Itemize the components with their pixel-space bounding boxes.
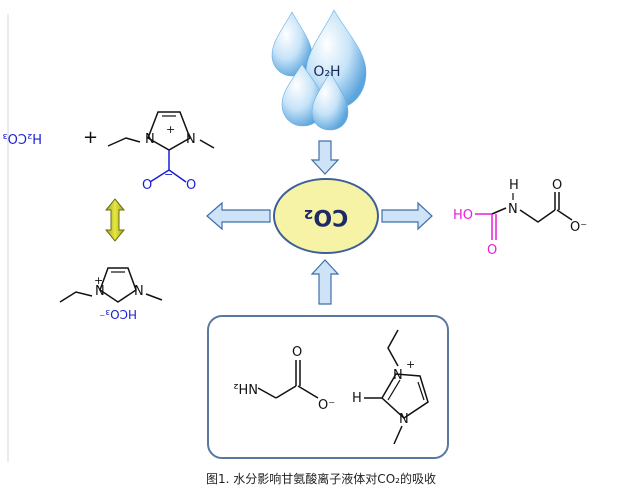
glycine-carbamate: HO O N H O O⁻ [453,178,587,258]
water-label: O₂H [313,64,340,80]
carbonic-acid-label: H₂CO₃ [2,130,42,145]
figure-caption: 图1. 水分影响甘氨酸离子液体对CO₂的吸收 [206,472,436,486]
co2-ellipse [273,178,379,254]
arrow-down-from-water [310,140,340,175]
bicarbonate-label: HCO₃⁻ [99,307,137,321]
imidazolium-bicarbonate: N N + HCO₃⁻ [59,267,163,321]
svg-text:O: O [552,178,562,193]
svg-text:O⁻: O⁻ [570,220,587,235]
imidazolium-cation: H N N + [352,329,429,445]
svg-text:−: − [164,168,173,181]
svg-text:NH₂: NH₂ [233,380,258,395]
svg-text:H: H [352,391,362,406]
arrow-left-from-co2 [206,201,271,231]
arrow-right-from-co2 [381,201,433,231]
svg-text:N: N [399,412,409,427]
svg-text:O: O [487,243,497,258]
glycinate-anion: NH₂ O O⁻ [233,345,335,413]
co2-label: CO₂ [304,204,348,229]
svg-text:O⁻: O⁻ [318,398,335,413]
svg-text:+: + [166,123,175,136]
svg-text:H: H [509,178,519,193]
svg-text:N: N [95,284,105,299]
svg-text:O: O [186,178,196,193]
plus-sign: + [83,127,98,148]
arrow-up-to-co2 [310,259,340,305]
svg-text:O: O [292,345,302,360]
svg-text:N: N [393,368,403,383]
svg-text:N: N [134,284,144,299]
svg-text:N: N [145,132,155,147]
ionic-liquid-box [207,315,449,459]
water-drops-icon [271,9,367,131]
svg-text:+: + [94,274,103,287]
svg-text:O: O [142,178,152,193]
equilibrium-double-arrow [104,198,126,242]
svg-text:N: N [508,202,518,217]
top-left-products: H₂CO₃ + N N + O O − [2,111,215,193]
svg-text:N: N [186,132,196,147]
svg-text:HO: HO [453,208,473,223]
svg-text:+: + [406,358,415,371]
